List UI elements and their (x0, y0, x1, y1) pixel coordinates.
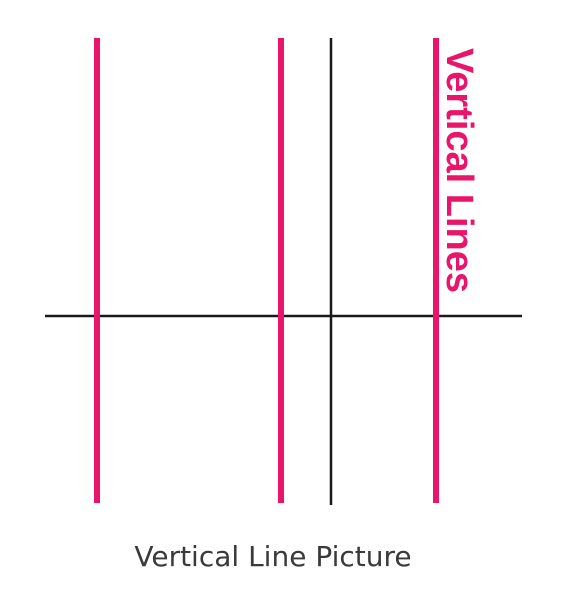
figure-caption: Vertical Line Picture (134, 540, 411, 573)
vertical-lines-label: Vertical Lines (438, 48, 480, 293)
